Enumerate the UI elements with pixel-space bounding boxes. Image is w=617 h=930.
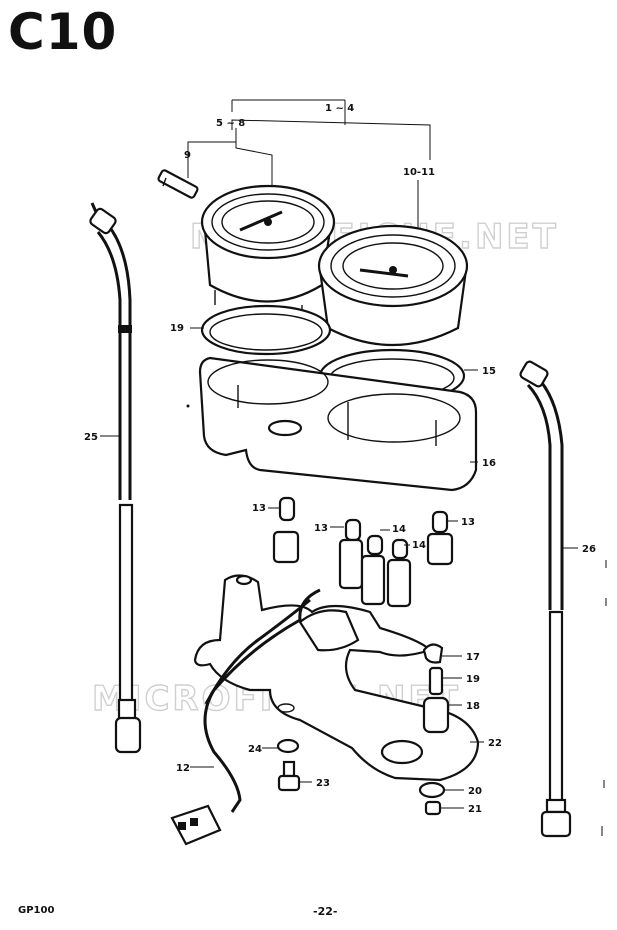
callout-22: 22: [488, 738, 502, 749]
callout-18: 18: [466, 701, 480, 712]
callout-17: 17: [466, 652, 480, 663]
callout-5-8: 5 ~ 8: [216, 118, 245, 129]
callout-23: 23: [316, 778, 330, 789]
callout-19-collar: 19: [466, 674, 480, 685]
callout-14-upper: 14: [392, 524, 406, 535]
callout-24: 24: [248, 744, 262, 755]
page-code: C10: [8, 3, 118, 61]
callout-25: 25: [84, 432, 98, 443]
speedometer-cable-left: [89, 202, 142, 754]
speedometer-right: [317, 224, 469, 372]
margin-ticks: [601, 560, 607, 836]
callout-26: 26: [582, 544, 596, 555]
ring-19: [200, 304, 332, 356]
nut-21: [424, 800, 442, 816]
callout-10-11: 10-11: [403, 167, 435, 178]
bolt-23: [277, 760, 301, 792]
callout-brackets: [187, 99, 431, 245]
callout-13-right: 13: [461, 517, 475, 528]
callout-13-middle: 13: [314, 523, 328, 534]
tachometer-left: [200, 184, 336, 318]
bolt-9: [157, 169, 199, 199]
washer-20: [418, 781, 446, 799]
callout-16: 16: [482, 458, 496, 469]
speedometer-cable-right: [519, 360, 572, 838]
callout-14-lower: 14: [412, 540, 426, 551]
washer-24: [276, 738, 300, 754]
meter-bracket-22: [193, 574, 480, 782]
callout-1-4: 1 ~ 4: [325, 103, 354, 114]
leader-lines: [100, 327, 578, 809]
bulb-sockets: [272, 496, 454, 608]
callout-9: 9: [184, 150, 191, 161]
callout-19-ring: 19: [170, 323, 184, 334]
footer-model: GP100: [18, 905, 55, 916]
footer-page-number: -22-: [313, 905, 338, 918]
callout-12: 12: [176, 763, 190, 774]
grommet-parts: [422, 643, 450, 734]
callout-13-left: 13: [252, 503, 266, 514]
callout-20: 20: [468, 786, 482, 797]
wire-harness-12: [170, 588, 321, 846]
callout-15: 15: [482, 366, 496, 377]
callout-21: 21: [468, 804, 482, 815]
meter-case-16: [186, 356, 478, 492]
